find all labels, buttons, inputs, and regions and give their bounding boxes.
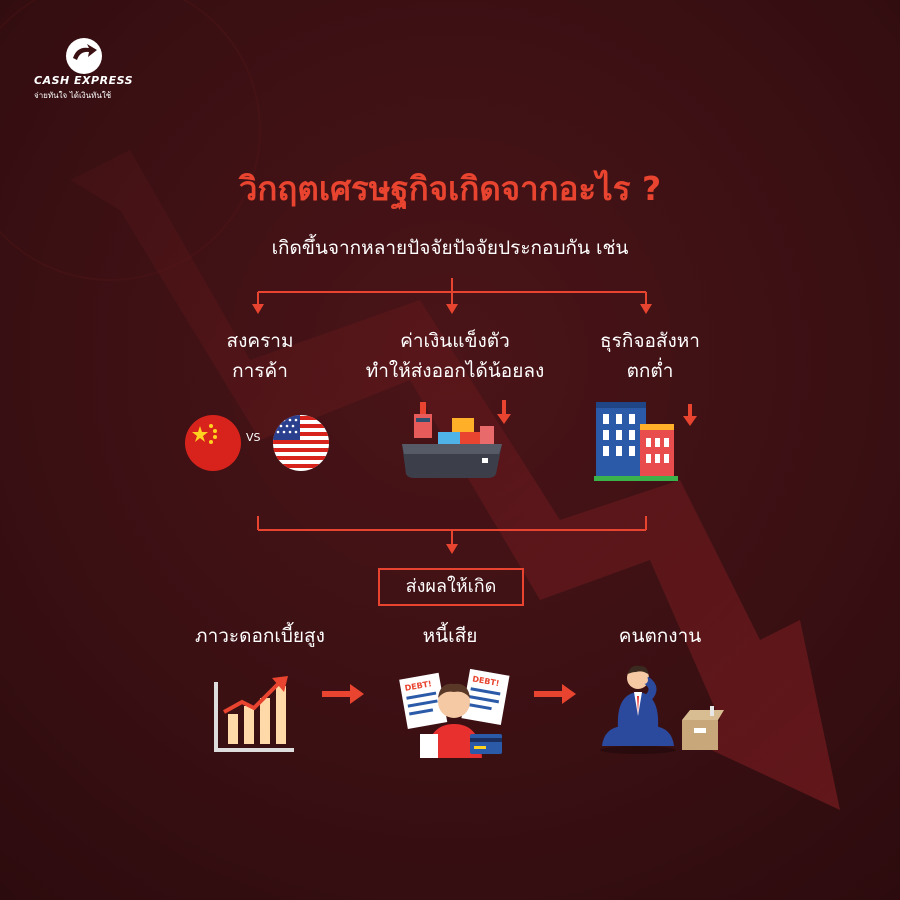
vs-label: VS [246, 431, 261, 444]
cause-strong-currency-line1: ค่าเงินแข็งตัว [400, 330, 510, 352]
effect-high-interest: ภาวะดอกเบี้ยสูง [195, 625, 325, 647]
cause-trade-war-line1: สงคราม [226, 330, 294, 352]
subtitle: เกิดขึ้นจากหลายปัจจัยปัจจัยประกอบกัน เช่… [271, 237, 629, 259]
effect-unemployment: คนตกงาน [618, 625, 702, 647]
cause-trade-war: สงคราม การค้า [180, 326, 340, 386]
usa-flag-icon [273, 415, 329, 471]
right-arrow-icon [534, 684, 576, 704]
cause-real-estate-line1: ธุรกิจอสังหา [600, 330, 700, 352]
buildings-icon [594, 402, 697, 481]
page-title: วิกฤตเศรษฐกิจเกิดจากอะไร ? [238, 169, 662, 208]
rising-interest-chart-icon [214, 676, 294, 752]
cause-real-estate: ธุรกิจอสังหา ตกต่ำ [570, 326, 730, 386]
cause-trade-war-line2: การค้า [232, 360, 288, 382]
bad-debt-person-icon: DEBT! DEBT! [399, 668, 510, 758]
unemployed-person-icon [600, 665, 724, 754]
cause-strong-currency: ค่าเงินแข็งตัว ทำให้ส่งออกได้น้อยลง [330, 326, 580, 386]
cargo-ship-icon [402, 400, 511, 478]
china-flag-icon [185, 415, 241, 471]
cause-strong-currency-line2: ทำให้ส่งออกได้น้อยลง [365, 360, 545, 382]
effect-bad-debt: หนี้เสีย [422, 625, 478, 647]
brand-name: CASH EXPRESS [34, 74, 134, 87]
right-arrow-icon [322, 684, 364, 704]
brand-tagline: จ่ายทันใจ ได้เงินทันใช้ [34, 91, 112, 100]
result-label-box: ส่งผลให้เกิด [378, 568, 524, 606]
cause-real-estate-line2: ตกต่ำ [626, 360, 674, 382]
cash-express-logo-icon [66, 38, 102, 74]
